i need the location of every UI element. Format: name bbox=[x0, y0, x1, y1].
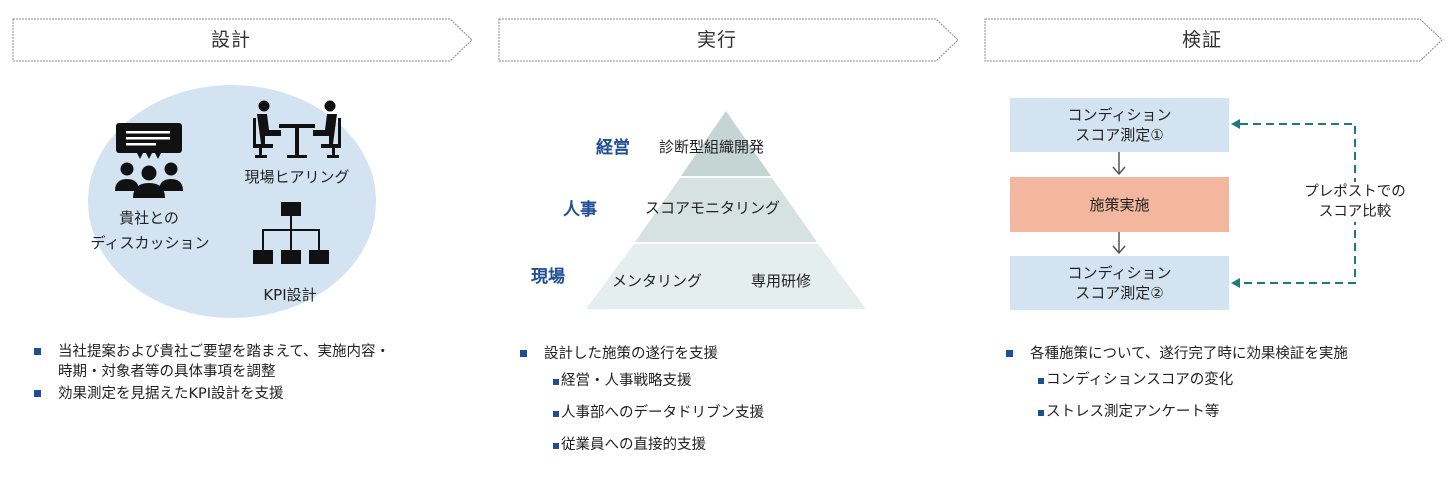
arrowhead-left-icon bbox=[1231, 119, 1240, 129]
tier-item: 診断型組織開発 bbox=[659, 138, 765, 156]
down-arrow-icon bbox=[1112, 232, 1126, 255]
arrowhead-left-icon bbox=[1231, 278, 1240, 288]
interview-meeting-icon bbox=[253, 100, 341, 158]
chevron-shape bbox=[498, 18, 959, 62]
execution-bullet-list: 設計した施策の遂行を支援 経営・人事戦略支援 人事部へのデータドリブン支援 従業… bbox=[520, 344, 940, 467]
phase-title: 検証 bbox=[1181, 29, 1222, 51]
compare-label: プレポストでの スコア比較 bbox=[1290, 182, 1420, 222]
bullet-square-icon bbox=[1038, 378, 1044, 384]
sub-bullet-item: 人事部へのデータドリブン支援 bbox=[553, 403, 940, 435]
sub-bullet-item: 経営・人事戦略支援 bbox=[553, 371, 940, 403]
bullet-square-icon bbox=[34, 348, 41, 355]
down-arrow-icon bbox=[1112, 152, 1126, 176]
phase-header-execution: 実行 bbox=[498, 18, 960, 62]
bullet-item: 当社提案および貴社ご要望を踏まえて、実施内容・ 時期・対象者等の具体事項を調整 bbox=[34, 342, 474, 382]
discussion-label-line2: ディスカッション bbox=[90, 234, 210, 252]
phase-header-verification: 検証 bbox=[984, 18, 1446, 62]
flow-box-measurement-2: コンディション スコア測定② bbox=[1010, 256, 1229, 310]
tier-item: スコアモニタリング bbox=[645, 199, 781, 217]
bullet-square-icon bbox=[553, 443, 559, 449]
hearing-label: 現場ヒアリング bbox=[244, 168, 350, 186]
tier-title-hr: 人事 bbox=[563, 200, 597, 220]
dashed-compare-line bbox=[1240, 123, 1356, 284]
discussion-label-line1: 貴社との bbox=[119, 209, 179, 227]
bullet-item: 効果測定を見据えたKPI設計を支援 bbox=[34, 384, 474, 404]
pyramid-tier-middle bbox=[635, 178, 817, 242]
sub-bullet-item: 従業員への直接的支援 bbox=[553, 435, 940, 467]
chevron-shape bbox=[12, 18, 473, 62]
bullet-square-icon bbox=[553, 411, 559, 417]
verification-bullet-list: 各種施策について、遂行完了時に効果検証を実施 コンディションスコアの変化 ストレ… bbox=[1006, 344, 1446, 434]
pyramid-tier-top bbox=[681, 111, 771, 176]
phase-title: 実行 bbox=[696, 29, 737, 51]
tier-title-management: 経営 bbox=[596, 138, 630, 158]
sub-bullet-item: コンディションスコアの変化 bbox=[1038, 370, 1446, 402]
kpi-label: KPI設計 bbox=[263, 286, 317, 304]
bullet-square-icon bbox=[1038, 410, 1044, 416]
bullet-square-icon bbox=[34, 390, 41, 397]
discussion-group-icon bbox=[115, 123, 183, 198]
sub-bullet-item: ストレス測定アンケート等 bbox=[1038, 402, 1446, 434]
org-chart-icon bbox=[253, 202, 329, 264]
pyramid-tier-base bbox=[586, 244, 866, 309]
tier-title-field: 現場 bbox=[531, 267, 565, 287]
flow-box-implementation: 施策実施 bbox=[1010, 177, 1229, 232]
bullet-item: 設計した施策の遂行を支援 bbox=[520, 344, 940, 364]
bullet-square-icon bbox=[520, 350, 527, 357]
phase-header-design: 設計 bbox=[12, 18, 474, 62]
flow-box-measurement-1: コンディション スコア測定① bbox=[1010, 98, 1229, 152]
design-bullet-list: 当社提案および貴社ご要望を踏まえて、実施内容・ 時期・対象者等の具体事項を調整 … bbox=[34, 342, 474, 404]
tier-item: 専用研修 bbox=[751, 272, 812, 290]
bullet-square-icon bbox=[1006, 350, 1013, 357]
phase-title: 設計 bbox=[210, 29, 251, 51]
bullet-item: 各種施策について、遂行完了時に効果検証を実施 bbox=[1006, 344, 1446, 364]
tier-item: メンタリング bbox=[612, 272, 703, 290]
bullet-square-icon bbox=[553, 379, 559, 385]
chevron-shape bbox=[984, 18, 1443, 62]
